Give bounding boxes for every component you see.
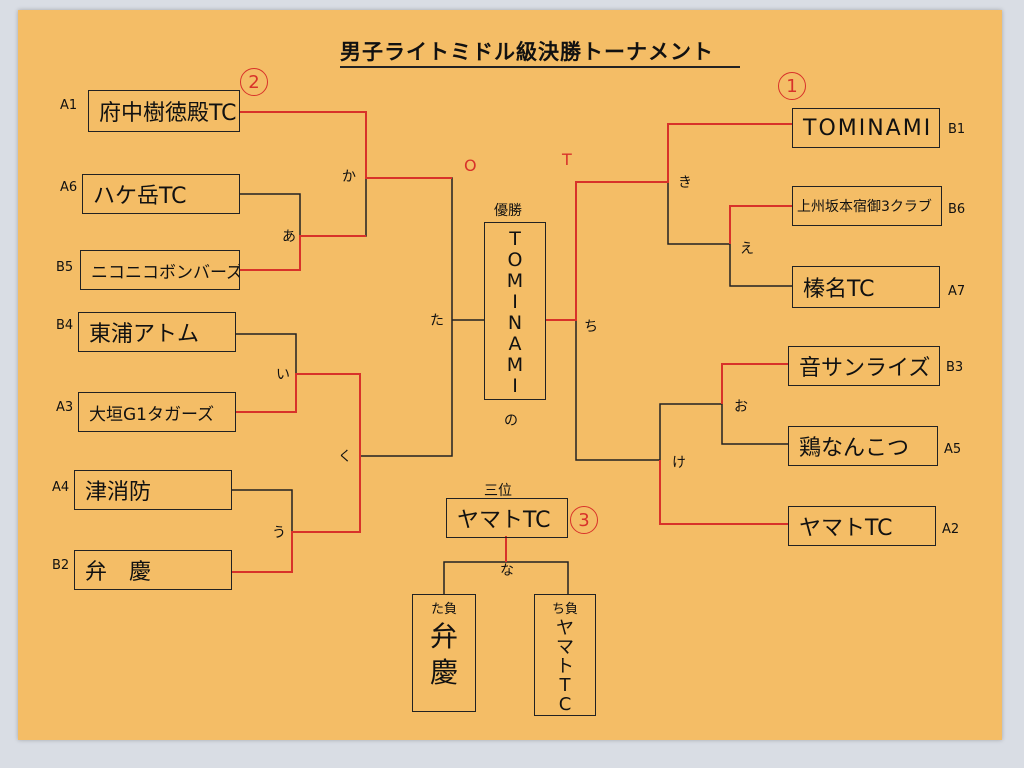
champion-letter: T <box>509 228 521 250</box>
winner-line <box>232 458 361 573</box>
match-label: け <box>672 455 686 471</box>
champion-box: T O M I N A M I <box>484 222 546 400</box>
winner-line <box>659 460 788 525</box>
team-box: 津消防 <box>74 470 232 510</box>
place-mark-first: 1 <box>778 72 806 100</box>
winner-line <box>240 235 366 271</box>
champion-suffix: の <box>504 413 518 429</box>
team-box: 榛名TC <box>792 266 940 308</box>
seed-label: A1 <box>60 98 78 113</box>
match-label: か <box>342 169 356 185</box>
match-label: お <box>734 399 748 415</box>
seed-label: B3 <box>946 360 964 375</box>
semifinal-loser-box: ち負 ヤ マ ト T C <box>534 594 596 716</box>
bracket-line <box>721 363 788 445</box>
loser-char: マ <box>556 637 574 658</box>
match-label: あ <box>282 229 296 245</box>
winner-line <box>236 373 361 458</box>
match-label: え <box>740 241 754 257</box>
loser-char: T <box>559 675 571 696</box>
team-box: 東浦アトム <box>78 312 236 352</box>
match-label: い <box>276 367 290 383</box>
red-mark-t: T <box>562 150 572 169</box>
winner-line <box>546 123 792 321</box>
champion-letter: M <box>506 354 524 376</box>
team-box: ヤマトTC <box>788 506 936 546</box>
seed-label: B4 <box>56 318 74 333</box>
seed-label: A5 <box>944 442 962 457</box>
team-box: 上州坂本宿御3クラブ <box>792 186 942 226</box>
loser-char: ヤ <box>556 618 574 639</box>
place-mark-second: 2 <box>240 68 268 96</box>
seed-label: A7 <box>948 284 966 299</box>
seed-label: B2 <box>52 558 70 573</box>
match-label: く <box>338 449 352 465</box>
match-label: な <box>500 563 514 579</box>
seed-label: B6 <box>948 202 966 217</box>
winner-line <box>729 205 792 244</box>
team-box: ニコニコボンバーズ <box>80 250 240 290</box>
place-mark-third: 3 <box>570 506 598 534</box>
match-label: ち <box>584 319 598 335</box>
page-title: 男子ライトミドル級決勝トーナメント <box>340 36 740 68</box>
loser-char: C <box>558 694 572 715</box>
seed-label: A2 <box>942 522 960 537</box>
champion-letter: I <box>512 291 518 313</box>
team-box: 弁 慶 <box>74 550 232 590</box>
loser-label: た負 <box>430 602 457 617</box>
team-box: ハケ岳TC <box>82 174 240 214</box>
champion-letter: I <box>512 375 518 397</box>
loser-label: ち負 <box>551 602 578 617</box>
loser-char: 弁 <box>429 620 458 653</box>
seed-label: A4 <box>52 480 70 495</box>
winner-line <box>240 111 452 179</box>
bracket-line <box>292 458 361 533</box>
match-label: た <box>430 313 444 329</box>
third-place-label: 三位 <box>484 483 512 499</box>
team-box: TOMINAMI <box>792 108 940 148</box>
loser-char: ト <box>556 656 574 677</box>
seed-label: A3 <box>56 400 74 415</box>
bracket-line <box>300 178 367 237</box>
red-mark-o: O <box>464 156 477 175</box>
seed-label: B1 <box>948 122 966 137</box>
team-box: 府中樹徳殿TC <box>88 90 240 132</box>
seed-label: A6 <box>60 180 78 195</box>
champion-letter: A <box>508 333 522 355</box>
champion-label: 優勝 <box>494 203 522 219</box>
team-box: 大垣G1タガーズ <box>78 392 236 432</box>
team-box: 鶏なんこつ <box>788 426 938 466</box>
third-place-box: ヤマトTC <box>446 498 568 538</box>
champion-letter: N <box>507 312 523 334</box>
seed-label: B5 <box>56 260 74 275</box>
loser-char: 慶 <box>429 656 458 689</box>
champion-letter: O <box>507 249 523 271</box>
champion-letter: M <box>506 270 524 292</box>
semifinal-loser-box: た負 弁 慶 <box>412 594 476 712</box>
winner-line <box>721 363 788 404</box>
match-label: き <box>678 175 692 191</box>
team-box: 音サンライズ <box>788 346 940 386</box>
match-label: う <box>272 525 286 541</box>
